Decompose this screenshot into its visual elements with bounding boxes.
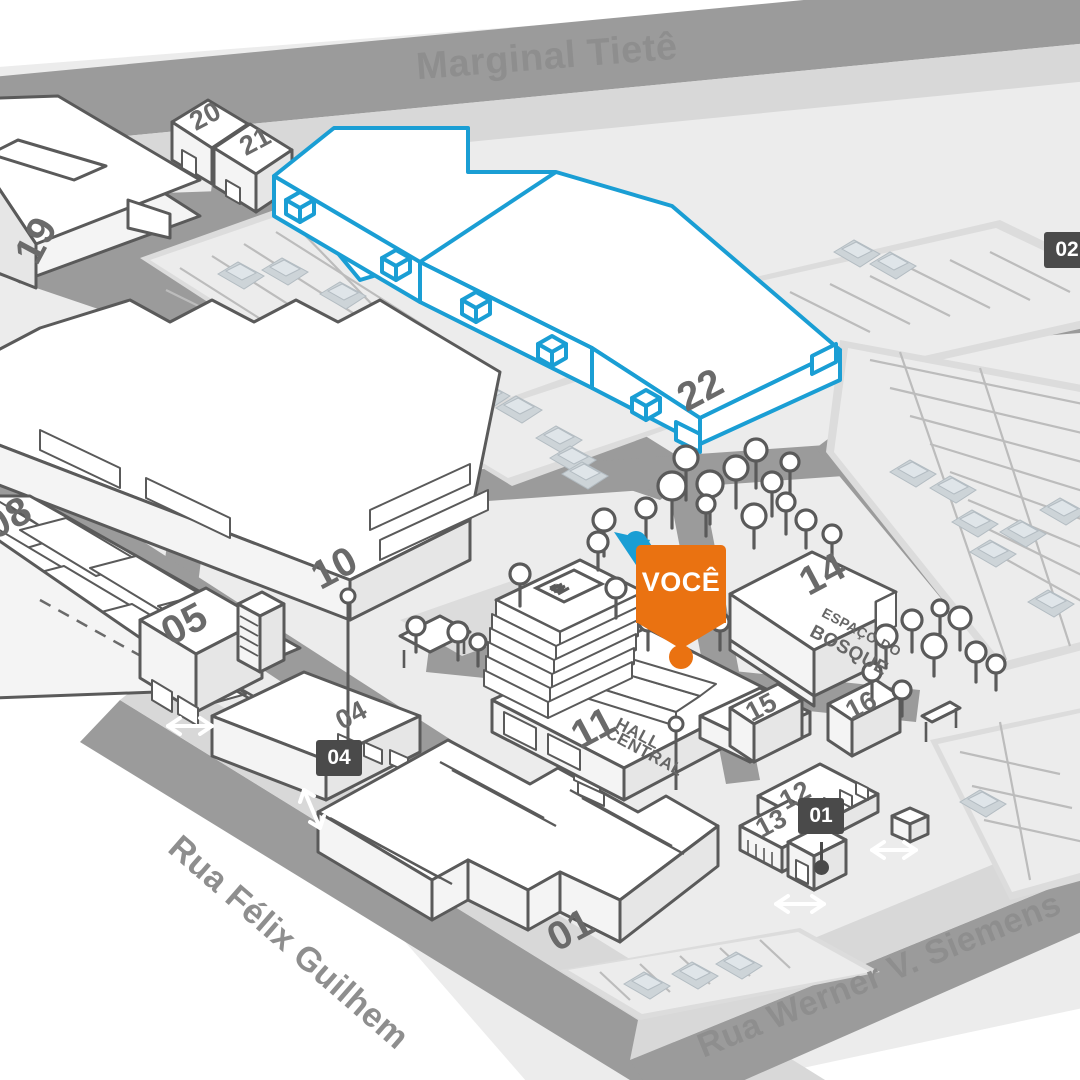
building-01[interactable]	[316, 738, 720, 944]
tree-icon	[634, 496, 658, 542]
tree-icon	[779, 451, 801, 498]
you-are-here-marker[interactable]: VOCÊ	[636, 545, 726, 669]
tree-icon	[873, 623, 899, 670]
helipad-marker	[532, 568, 606, 604]
light-pole	[667, 715, 685, 790]
tree-icon	[722, 454, 750, 510]
tree-icon	[468, 632, 488, 668]
tree-icon	[964, 640, 988, 684]
road-marginal-tiete	[0, 0, 1080, 149]
tree-icon	[985, 653, 1007, 692]
building-15[interactable]	[728, 682, 804, 764]
tree-icon	[508, 562, 532, 608]
utility-box	[890, 806, 930, 844]
gate-01-badge[interactable]: 01	[798, 798, 844, 834]
you-marker-label: VOCÊ	[641, 567, 721, 597]
building-21[interactable]	[212, 122, 294, 214]
kiosk	[920, 700, 962, 742]
tree-icon	[760, 470, 784, 518]
tree-icon	[672, 444, 700, 502]
building-19[interactable]	[0, 94, 202, 290]
building-22-highlighted[interactable]	[272, 126, 842, 454]
light-pole	[339, 587, 357, 742]
tree-icon	[891, 679, 913, 718]
roof-unit-icon	[536, 334, 568, 368]
gate-01-dot	[814, 860, 829, 875]
tree-icon	[586, 530, 610, 572]
tree-icon	[930, 598, 950, 636]
tree-icon	[794, 508, 818, 550]
tree-icon	[446, 620, 470, 662]
tower-building[interactable]	[483, 558, 646, 719]
road-werner-siemens	[630, 876, 1080, 1080]
tree-icon	[821, 523, 843, 562]
gate-01-stem	[820, 842, 823, 864]
roof-unit-icon	[630, 388, 662, 422]
roof-unit-icon	[380, 248, 412, 282]
roof-unit-icon	[284, 190, 316, 224]
tree-icon	[947, 605, 973, 652]
gate-02-badge[interactable]: 02	[1044, 232, 1080, 268]
building-16[interactable]	[826, 678, 902, 758]
tree-icon	[861, 661, 883, 702]
building-10[interactable]	[0, 298, 502, 622]
gate-04-badge[interactable]: 04	[316, 740, 362, 776]
tree-icon	[743, 437, 769, 490]
tree-icon	[920, 632, 948, 678]
parking-stalls-se	[959, 721, 1080, 881]
tree-icon	[740, 502, 768, 550]
you-marker-dot	[669, 645, 693, 669]
roof-unit-icon	[460, 290, 492, 324]
tree-icon	[604, 576, 628, 620]
tree-icon	[775, 491, 797, 536]
building-14[interactable]	[728, 550, 898, 708]
tree-icon	[405, 615, 427, 654]
tree-icon	[695, 493, 717, 538]
you-marker-shield[interactable]	[636, 545, 726, 649]
traffic-arrows	[166, 716, 918, 914]
tree-icon	[900, 608, 924, 654]
tree-icon	[656, 470, 688, 530]
